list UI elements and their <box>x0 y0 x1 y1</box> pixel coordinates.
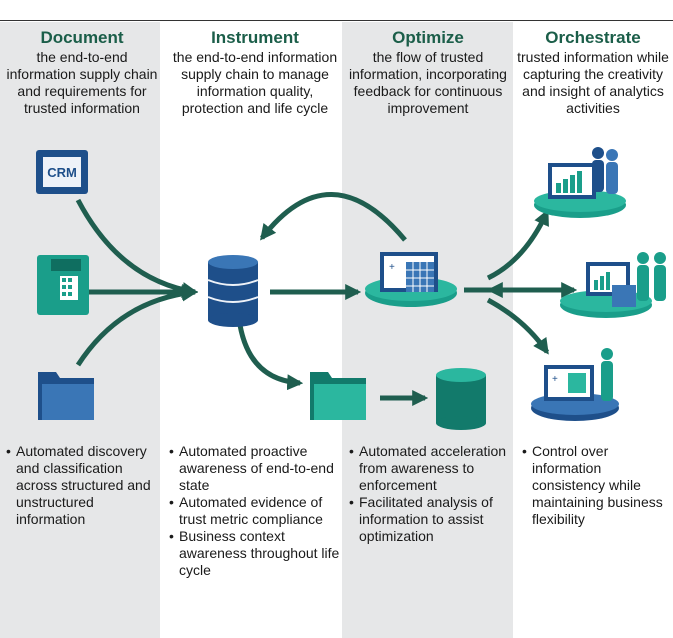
top-rule <box>0 20 673 21</box>
bullet-item: Automated discovery and classification a… <box>6 443 156 528</box>
fax-machine-icon <box>37 255 89 315</box>
svg-text:+: + <box>389 262 395 273</box>
column-instrument: Instrument the end-to-end information su… <box>170 28 340 117</box>
bullets-optimize: Automated acceleration from awareness to… <box>349 443 509 545</box>
teal-folder-icon <box>310 372 366 420</box>
bullets-instrument: Automated proactive awareness of end-to-… <box>169 443 341 579</box>
column-background-document <box>0 22 160 638</box>
arrow-folder-to-db <box>75 285 199 367</box>
bullet-item: Facilitated analysis of information to a… <box>349 494 509 545</box>
svg-text:+: + <box>552 374 558 385</box>
crm-monitor-icon: CRM <box>36 150 88 194</box>
crm-label: CRM <box>47 165 77 180</box>
arrow-feedback-loop <box>260 192 407 242</box>
bullets-orchestrate: Control over information consistency whi… <box>522 443 672 528</box>
bullet-item: Automated acceleration from awareness to… <box>349 443 509 494</box>
column-desc-document: the end-to-end information supply chain … <box>6 49 158 116</box>
flow-arrows <box>75 192 578 407</box>
bullets-document: Automated discovery and classification a… <box>6 443 156 528</box>
teal-database-icon <box>436 368 486 430</box>
column-title-document: Document <box>40 28 124 47</box>
bullet-item: Automated proactive awareness of end-to-… <box>169 443 341 494</box>
column-orchestrate: Orchestrate trusted information while ca… <box>513 28 673 117</box>
dashboard-with-people-icon <box>560 252 666 318</box>
bullet-item: Control over information consistency whi… <box>522 443 672 528</box>
blue-folder-icon <box>38 372 94 420</box>
bullet-item: Automated evidence of trust metric compl… <box>169 494 341 528</box>
dashboard-with-person-icon: + <box>531 348 619 421</box>
column-desc-orchestrate: trusted information while capturing the … <box>517 49 669 116</box>
column-document: Document the end-to-end information supp… <box>4 28 160 117</box>
column-optimize: Optimize the flow of trusted information… <box>346 28 510 117</box>
arrow-hub-to-chart <box>486 209 550 281</box>
arrow-db-to-folder <box>237 324 304 391</box>
dashboard-monitor-icon: + <box>365 252 457 307</box>
database-icon <box>207 255 259 327</box>
arrow-crm-to-db <box>75 198 199 298</box>
column-desc-instrument: the end-to-end information supply chain … <box>172 49 338 116</box>
chart-with-people-icon <box>534 147 626 218</box>
column-desc-optimize: the flow of trusted information, incorpo… <box>349 49 507 116</box>
arrow-hub-to-person <box>486 297 550 355</box>
column-title-orchestrate: Orchestrate <box>545 28 641 47</box>
bullet-item: Business context awareness throughout li… <box>169 528 341 579</box>
column-title-instrument: Instrument <box>211 28 299 47</box>
column-title-optimize: Optimize <box>392 28 464 47</box>
